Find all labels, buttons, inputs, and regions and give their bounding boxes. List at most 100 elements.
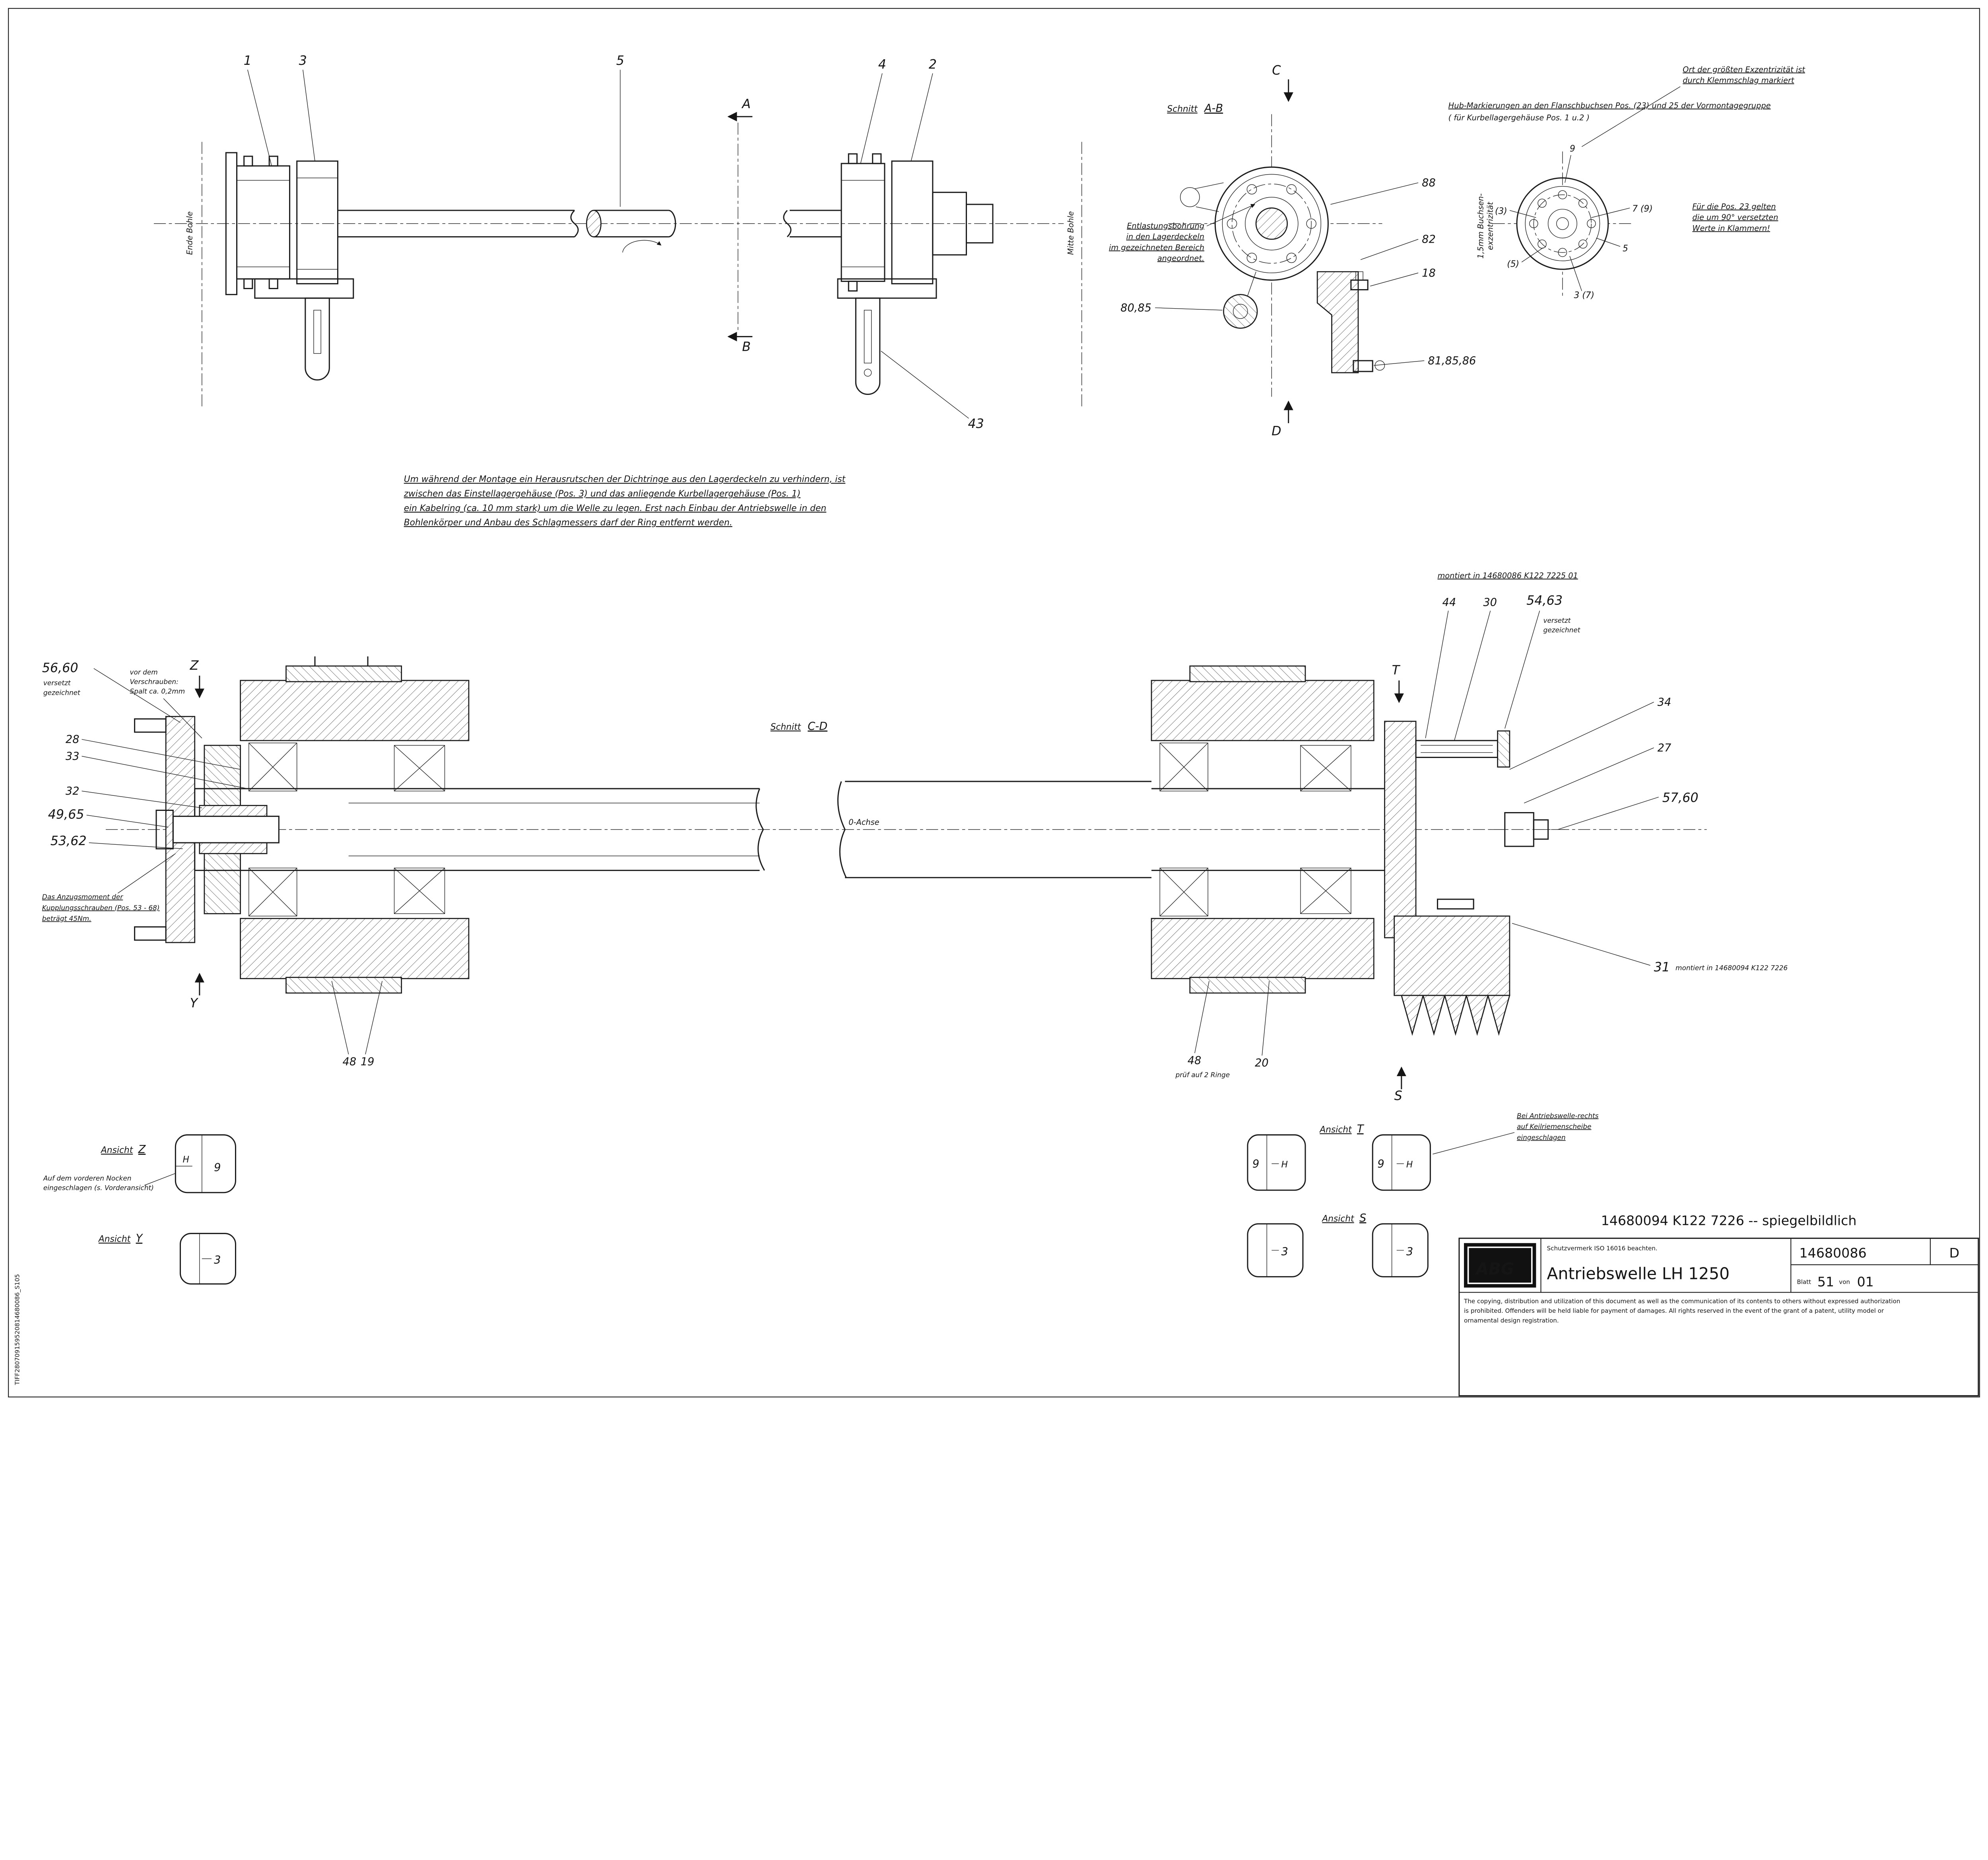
eccentricity-note-line-1: Ort der größten Exzentrizität ist [1683, 65, 1806, 74]
callout-49-65: 49,65 [48, 808, 84, 822]
shaft-side-view: Ende Bohle Mitte Bohle [153, 54, 1082, 431]
mounted-note-31: montiert in 14680094 K122 7226 [1675, 964, 1788, 972]
section-arrow-a-label: A [741, 97, 751, 111]
section-arrow-c-label: C [1272, 63, 1281, 78]
right-versetzt-line-1: versetzt [1543, 616, 1571, 624]
right-versetzt-line-2: gezeichnet [1543, 626, 1580, 634]
callout-19: 19 [361, 1055, 375, 1068]
doc-number: 14680086 [1799, 1245, 1866, 1261]
ansicht-t-right-number: 9 [1377, 1158, 1384, 1170]
rings-note: prüf auf 2 Ringe [1175, 1071, 1230, 1079]
section-arrow-b-label: B [742, 340, 751, 354]
torque-note-line-2: Kupplungsschrauben (Pos. 53 - 68) [42, 904, 160, 912]
callout-44: 44 [1442, 597, 1456, 609]
ansicht-z-ref: Z [138, 1143, 146, 1156]
section-cd-title-word: Schnitt [771, 722, 802, 732]
title-block: 14680094 K122 7226 -- spiegelbildlich AB… [1458, 1213, 1979, 1397]
view-arrow-t-label: T [1392, 663, 1401, 678]
ansicht-y-ref: Y [136, 1232, 144, 1245]
mirror-note: 14680094 K122 7226 -- spiegelbildlich [1601, 1213, 1857, 1228]
mounted-note-top: montiert in 14680086 K122 7225 01 [1437, 571, 1578, 580]
ansicht-s-ref: S [1359, 1212, 1366, 1224]
ansicht-s-left-number: 3 [1281, 1246, 1288, 1258]
callout-88: 88 [1422, 177, 1436, 189]
gap-note-line-1: vor dem [130, 668, 157, 676]
bush-eccentricity-label-line-2: exzentrizität [1486, 201, 1495, 250]
ansicht-t-right-h: H [1406, 1160, 1413, 1170]
abg-logo-text: ABG [1475, 1259, 1514, 1278]
callout-32: 32 [66, 785, 80, 797]
section-cd-view: Schnitt C-D 0-Achse [42, 571, 1788, 1103]
section-cd-title-ref: C-D [808, 720, 827, 733]
callout-30: 30 [1483, 597, 1497, 609]
callout-48-left: 48 [343, 1055, 357, 1068]
pos23-note-line-3: Werte in Klammern! [1692, 224, 1770, 233]
ansicht-z-number: 9 [214, 1161, 221, 1174]
ansicht-y-word: Ansicht [98, 1234, 131, 1244]
section-ab-title-word: Schnitt [1167, 104, 1198, 114]
callout-81-85-86: 81,85,86 [1428, 355, 1476, 367]
torque-note-line-3: beträgt 45Nm. [42, 915, 91, 923]
copyright-line-1: The copying, distribution and utilizatio… [1464, 1298, 1900, 1305]
eccentricity-note-line-2: durch Klemmschlag markiert [1683, 76, 1795, 85]
keilriemen-note-line-2: auf Keilriemenscheibe [1517, 1123, 1591, 1131]
callout-28: 28 [66, 733, 80, 746]
flange-callout-3p: (3) [1495, 206, 1507, 216]
pos23-note-line-2: die um 90° versetzten [1692, 213, 1778, 222]
section-arrow-d-label: D [1272, 424, 1281, 438]
callout-56-60: 56,60 [42, 661, 78, 675]
callout-48-right: 48 [1188, 1054, 1202, 1067]
torque-note-line-1: Das Anzugsmoment der [42, 893, 124, 901]
copyright-line-2: is prohibited. Offenders will be held li… [1464, 1307, 1884, 1314]
callout-33: 33 [66, 750, 80, 763]
detail-view-s: Ansicht S 3 3 [1247, 1212, 1429, 1277]
ansicht-t-ref: T [1357, 1123, 1365, 1135]
protection-note: Schutzvermerk ISO 16016 beachten. [1547, 1245, 1658, 1252]
flange-callout-5p: (5) [1507, 259, 1519, 269]
callout-3: 3 [299, 54, 307, 68]
keilriemen-note-line-1: Bei Antriebswelle-rechts [1517, 1112, 1599, 1119]
label-mitte-bohle: Mitte Bohle [1066, 211, 1076, 255]
ansicht-t-left-h: H [1281, 1160, 1287, 1170]
callout-80-85: 80,85 [1120, 302, 1151, 314]
copyright-line-3: ornamental design registration. [1464, 1317, 1559, 1324]
keilriemen-note-line-3: eingeschlagen [1517, 1133, 1566, 1141]
callout-5: 5 [616, 54, 624, 68]
abg-logo-box [1464, 1243, 1536, 1288]
callout-53-62: 53,62 [50, 834, 87, 848]
ansicht-s-word: Ansicht [1321, 1214, 1355, 1224]
hub-marking-note-line-1: Hub-Markierungen an den Flanschbuchsen P… [1448, 101, 1771, 110]
flange-callout-3-7: 3 (7) [1574, 291, 1594, 301]
sheet-border [8, 8, 1980, 1397]
assembly-note-line-2: zwischen das Einstellagergehäuse (Pos. 3… [404, 489, 801, 499]
detail-view-y: Ansicht Y 3 [98, 1232, 237, 1285]
callout-57-60: 57,60 [1662, 791, 1699, 805]
bush-eccentricity-label-line-1: 1,5mm Buchsen- [1476, 193, 1485, 258]
rotation-arrow [622, 240, 662, 253]
flange-callout-5: 5 [1623, 244, 1628, 254]
ansicht-s-right-number: 3 [1406, 1246, 1413, 1258]
sheet-number: 51 [1817, 1274, 1834, 1290]
assembly-note-line-3: ein Kabelring (ca. 10 mm stark) um die W… [404, 503, 827, 513]
detail-view-z: Ansicht Z Auf dem vorderen Nocken einges… [43, 1134, 237, 1193]
callout-34: 34 [1658, 696, 1672, 708]
detail-view-t: Ansicht T 9 H 9 H Bei Antriebswelle-rech… [1247, 1112, 1599, 1191]
callout-82: 82 [1422, 233, 1436, 246]
flange-callout-9: 9 [1570, 144, 1575, 154]
gap-note-line-3: Spalt ca. 0,2mm [130, 687, 185, 695]
relief-bore-note-line-2: in den Lagerdeckeln [1126, 232, 1204, 241]
pos23-note-line-1: Für die Pos. 23 gelten [1692, 202, 1776, 211]
view-arrow-y-label: Y [190, 996, 199, 1011]
sheet-of-label: von [1839, 1279, 1850, 1286]
assembly-note-line-4: Bohlenkörper und Anbau des Schlagmessers… [404, 518, 732, 528]
edge-code: TIFF280709159520814680086_S105 [14, 1274, 21, 1386]
revision-letter: D [1949, 1245, 1960, 1261]
ansicht-t-word: Ansicht [1319, 1125, 1352, 1135]
callout-2: 2 [929, 57, 937, 72]
callout-18: 18 [1422, 267, 1436, 279]
flange-callout-7-9: 7 (9) [1632, 204, 1653, 214]
ansicht-y-number: 3 [214, 1254, 221, 1266]
view-arrow-s-label: S [1394, 1089, 1402, 1103]
view-arrow-z-label: Z [190, 659, 199, 673]
section-ab-title-ref: A-B [1204, 102, 1223, 115]
